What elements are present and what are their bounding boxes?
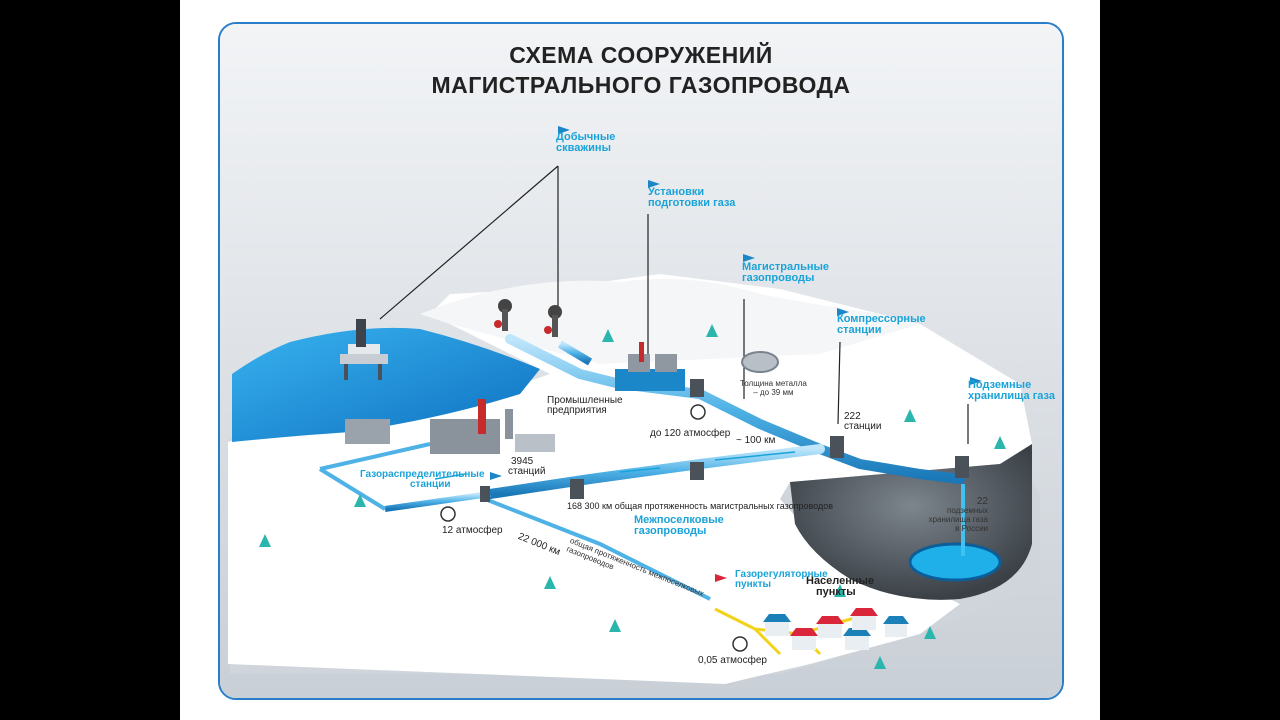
callout-lines — [379, 165, 969, 444]
diagram-frame: СХЕМА СООРУЖЕНИЙ МАГИСТРАЛЬНОГО ГАЗОПРОВ… — [218, 22, 1064, 700]
settlement-houses — [763, 608, 909, 650]
distribution-feeder — [384, 491, 491, 512]
trees — [259, 324, 1006, 669]
main-pipeline-lower — [485, 444, 825, 499]
inter-settlement-pipe — [484, 497, 711, 601]
industrial-plants — [345, 399, 555, 454]
pressure-gauges — [440, 404, 748, 652]
title-line-2: МАГИСТРАЛЬНОГО ГАЗОПРОВОДА — [431, 72, 851, 98]
well-pipe — [557, 340, 593, 366]
main-pipeline-length: 168 300 км общая протяженность магистрал… — [567, 501, 834, 511]
industry-pipe — [319, 442, 431, 471]
flags — [490, 126, 982, 582]
well-heads — [494, 299, 562, 337]
storage-shaft — [961, 484, 965, 556]
pressure-12: 12 атмосфер — [442, 525, 503, 536]
pipe-thickness-note: Толщина металла– до 39 мм — [740, 379, 807, 397]
snow-hills — [420, 278, 920, 364]
compressor-stations — [480, 379, 969, 502]
gas-preparation-plant — [615, 342, 685, 391]
ground-main — [228, 274, 1032, 684]
main-pipeline-upper — [505, 334, 965, 484]
flow-arrows — [434, 451, 796, 480]
pressure-005: 0,05 атмосфер — [698, 655, 767, 666]
distance-100km: ~ 100 км — [736, 435, 776, 446]
title-line-1: СХЕМА СООРУЖЕНИЙ — [509, 42, 773, 68]
diagram-illustration — [220, 24, 1062, 698]
pipe-section — [741, 351, 779, 373]
pressure-120: до 120 атмосфер — [650, 428, 731, 439]
sea — [232, 327, 540, 442]
industry-feeder — [318, 467, 387, 511]
underground-storage-reservoir — [908, 542, 1002, 582]
storage-count: 22 подземных хранилища газа в России — [928, 496, 988, 534]
offshore-platform — [340, 319, 388, 380]
